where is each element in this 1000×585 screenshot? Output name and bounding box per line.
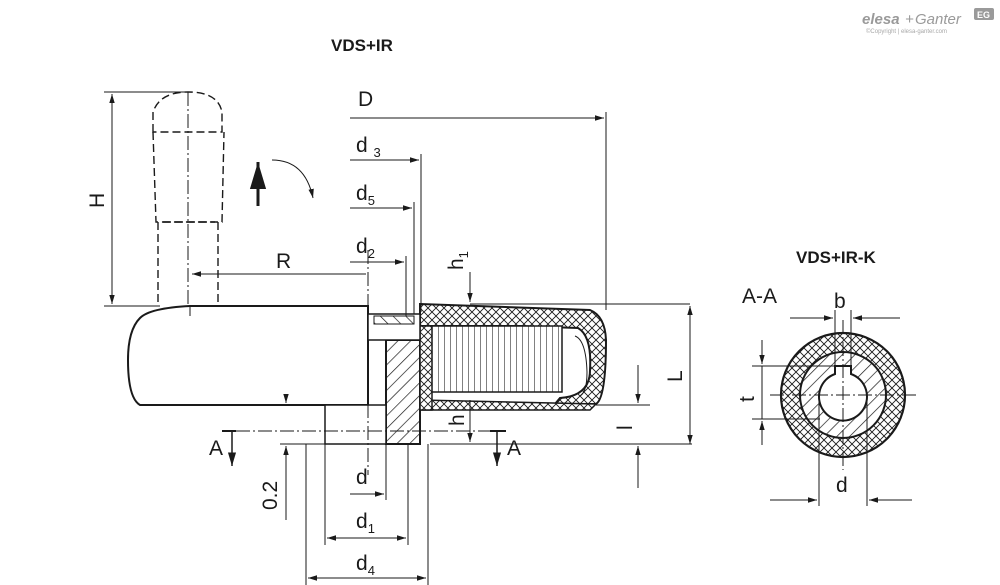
label-L: L bbox=[664, 370, 687, 382]
label-clearance: 0.2 bbox=[259, 481, 282, 510]
dim-h: h bbox=[446, 400, 473, 442]
dim-R: R bbox=[192, 250, 366, 277]
dim-clearance: 0.2 bbox=[259, 394, 325, 520]
dim-D: D bbox=[350, 88, 607, 310]
brand-name-ganter: Ganter bbox=[915, 11, 962, 28]
label-h1: h1 bbox=[445, 251, 471, 270]
label-H: H bbox=[86, 193, 109, 208]
label-d1: d1 bbox=[356, 510, 375, 536]
label-section-d: d bbox=[836, 474, 848, 497]
brand-name-elesa: elesa bbox=[862, 11, 900, 28]
handwheel-body bbox=[126, 302, 608, 445]
rotation-arrow-icon bbox=[249, 159, 314, 206]
label-b: b bbox=[834, 290, 846, 313]
dim-d5: d5 bbox=[350, 182, 415, 314]
label-d2: d2 bbox=[356, 235, 375, 261]
handle-phantom bbox=[152, 91, 225, 330]
section-marker-right: A bbox=[490, 430, 521, 466]
label-D: D bbox=[358, 88, 373, 111]
label-A-left: A bbox=[209, 437, 223, 460]
dim-H: H bbox=[86, 91, 188, 307]
label-d5: d5 bbox=[356, 182, 375, 208]
label-d: d bbox=[356, 466, 368, 489]
dim-h1: h1 bbox=[445, 251, 690, 305]
title-vds-ir-k: VDS+IR-K bbox=[796, 248, 877, 267]
label-d3: d 3 bbox=[356, 134, 381, 160]
dim-d2: d2 bbox=[350, 235, 407, 316]
dim-d4: d4 bbox=[305, 444, 429, 585]
brand-logo: elesa + Ganter EG ©Copyright | elesa-gan… bbox=[862, 8, 994, 35]
title-vds-ir: VDS+IR bbox=[331, 36, 393, 55]
brand-badge: EG bbox=[977, 10, 990, 20]
label-l: l bbox=[614, 425, 637, 430]
brand-badge-icon bbox=[974, 8, 994, 20]
brand-copyright: ©Copyright | elesa-ganter.com bbox=[866, 28, 947, 35]
label-section-a-a: A-A bbox=[742, 285, 777, 308]
label-t: t bbox=[736, 396, 759, 402]
label-d4: d4 bbox=[356, 552, 375, 578]
dim-L: L bbox=[664, 306, 693, 444]
label-A-right: A bbox=[507, 437, 521, 460]
label-h: h bbox=[446, 414, 469, 426]
dim-d3: d 3 bbox=[350, 134, 422, 312]
section-marker-left: A bbox=[209, 430, 237, 466]
dim-d: d bbox=[350, 444, 387, 500]
label-R: R bbox=[276, 250, 291, 273]
dim-l: l bbox=[430, 365, 692, 488]
section-view-a-a: A-A b t d bbox=[736, 285, 916, 506]
brand-plus: + bbox=[905, 11, 914, 28]
